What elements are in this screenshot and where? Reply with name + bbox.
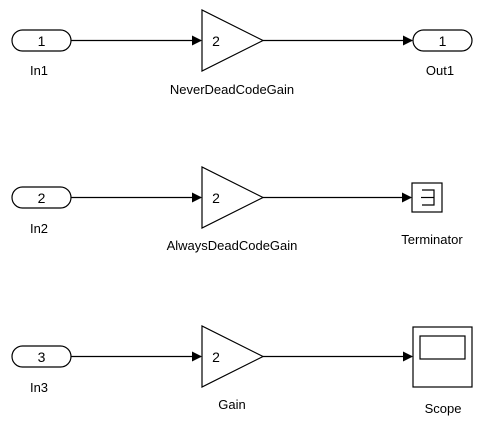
inport-number: 3 [38, 349, 46, 365]
terminator-label: Terminator [401, 232, 463, 247]
gain-label: Gain [218, 397, 245, 412]
inport-label: In1 [30, 63, 48, 78]
gain-value: 2 [212, 349, 220, 365]
gain-value: 2 [212, 190, 220, 206]
gain-block-neverdeadcodegain[interactable]: 2 [201, 9, 265, 72]
inport-number: 2 [38, 190, 46, 206]
scope-screen-icon [419, 335, 466, 360]
gain-block-alwaysdeadcodegain[interactable]: 2 [201, 166, 265, 229]
gain-value: 2 [212, 33, 220, 49]
gain-label: AlwaysDeadCodeGain [167, 238, 298, 253]
inport-label: In2 [30, 221, 48, 236]
outport-block-out1[interactable]: 1 [412, 29, 473, 52]
inport-block-in1[interactable]: 1 [11, 29, 72, 52]
scope-label: Scope [425, 401, 462, 416]
inport-block-in3[interactable]: 3 [11, 345, 72, 368]
inport-label: In3 [30, 380, 48, 395]
gain-label: NeverDeadCodeGain [170, 82, 294, 97]
scope-block[interactable] [412, 326, 473, 388]
gain-block-gain[interactable]: 2 [201, 325, 265, 388]
outport-label: Out1 [426, 63, 454, 78]
terminator-block[interactable] [411, 182, 443, 213]
row-2: 2 In2 2 AlwaysDeadCodeGain Terminator [11, 166, 463, 253]
inport-number: 1 [38, 33, 46, 49]
row-3: 3 In3 2 Gain Scope [11, 325, 473, 416]
inport-block-in2[interactable]: 2 [11, 186, 72, 209]
row-1: 1 In1 2 NeverDeadCodeGain 1 Out1 [11, 9, 473, 97]
outport-number: 1 [439, 33, 447, 49]
